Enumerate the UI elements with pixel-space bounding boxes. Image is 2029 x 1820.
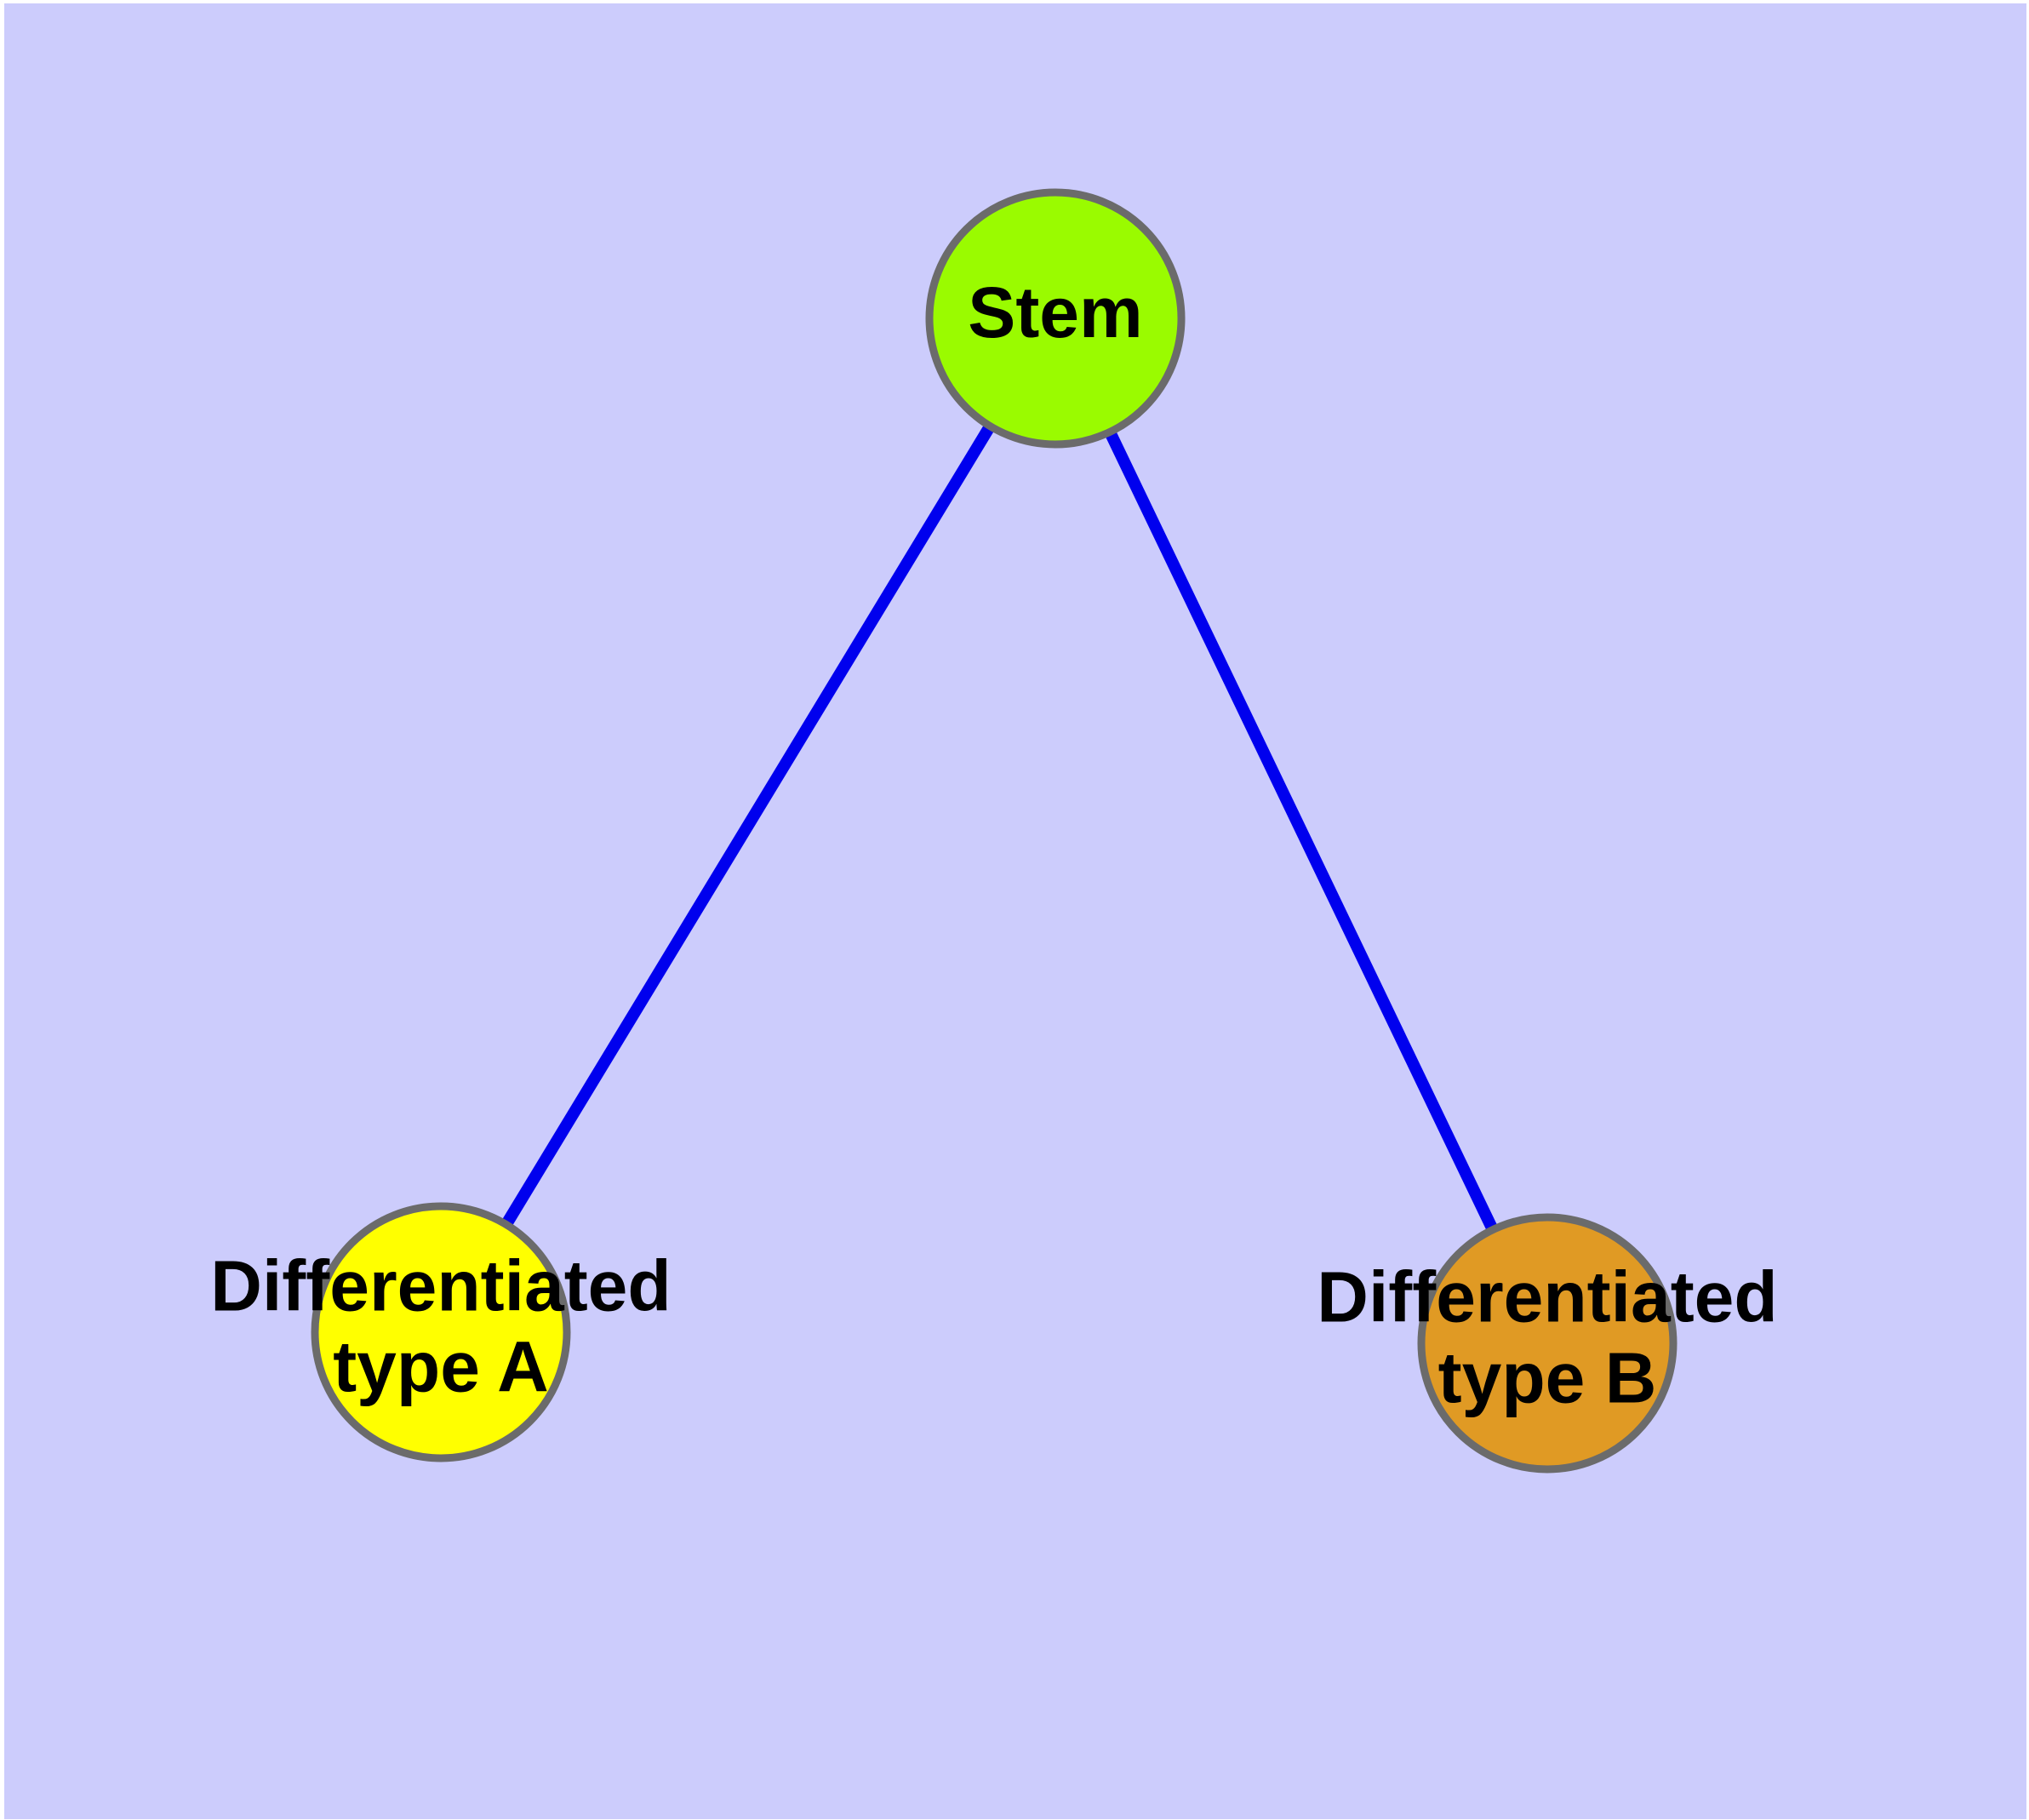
node-label-stem: Stem: [968, 272, 1142, 352]
edge-layer: [500, 422, 1499, 1233]
node-circle-stem[interactable]: [925, 188, 1186, 449]
graph-node-diff_a[interactable]: [311, 1202, 571, 1462]
node-label-line: type B: [1438, 1338, 1657, 1418]
node-label-line: Differentiated: [210, 1246, 671, 1326]
node-label-line: Stem: [968, 272, 1142, 352]
node-label-line: Differentiated: [1317, 1257, 1777, 1337]
node-circle-diff_a[interactable]: [311, 1202, 571, 1462]
edge-stem-diff-b[interactable]: [1104, 429, 1499, 1233]
graph-node-stem[interactable]: [925, 188, 1186, 449]
edge-stem-diff-a[interactable]: [500, 422, 996, 1228]
node-circle-diff_b[interactable]: [1417, 1213, 1677, 1474]
node-label-line: type A: [333, 1327, 549, 1407]
graph-node-diff_b[interactable]: [1417, 1213, 1677, 1474]
